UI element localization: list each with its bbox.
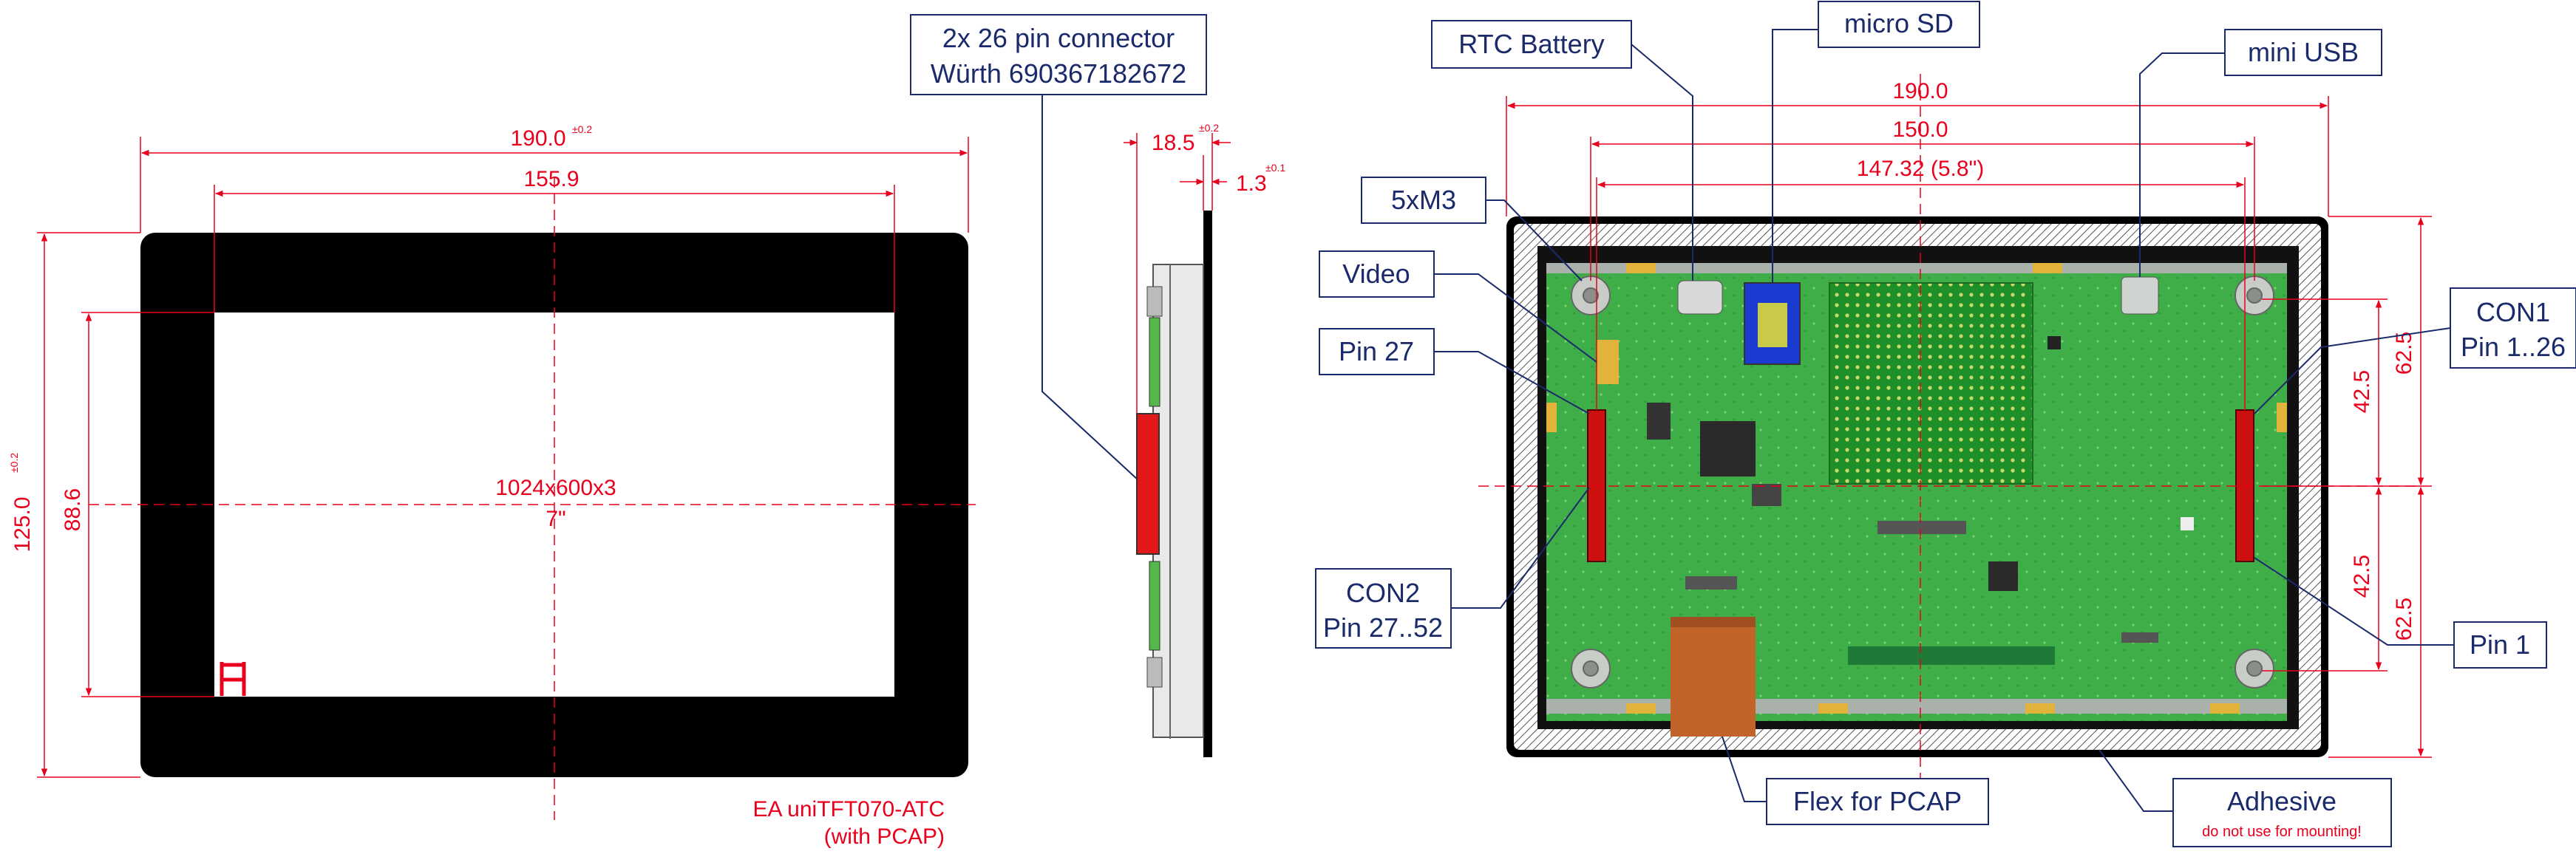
- con-pitch-b-label: 42.5: [2350, 555, 2374, 598]
- pin1-label: Pin 1: [2470, 629, 2530, 660]
- callout-miniusb: mini USB: [2139, 29, 2382, 277]
- adhesive-label: Adhesive: [2227, 786, 2337, 816]
- adhesive-note: do not use for mounting!: [2202, 824, 2362, 840]
- callout-pin27: Pin 27: [1319, 328, 1590, 414]
- front-view: 190.0 ±0.2 155.9 125.0 ±0.2 88.6 1024x60…: [8, 123, 976, 849]
- back-view: 190.0 150.0 147.32 (5.8") 62.5 62.5 42.5…: [1315, 1, 2576, 847]
- con2-line2: Pin 27..52: [1323, 612, 1443, 643]
- mounting-label: 5xM3: [1391, 185, 1456, 215]
- pixel-origin-marker: [220, 662, 246, 696]
- con1-line2: Pin 1..26: [2461, 332, 2566, 362]
- callout-flex: Flex for PCAP: [1722, 736, 1989, 825]
- callout-rtc: RTC Battery: [1431, 20, 1693, 281]
- back-width-outer-label: 190.0: [1892, 79, 1948, 103]
- callout-con2: CON2 Pin 27..52: [1315, 487, 1590, 649]
- diagonal-label: 7": [546, 507, 565, 531]
- microsd-label: micro SD: [1844, 8, 1954, 38]
- active-width-label: 155.9: [523, 167, 579, 191]
- side-pcb-bottom: [1149, 561, 1160, 651]
- side-pcb-top: [1149, 317, 1160, 407]
- flex-cable: [1671, 622, 1756, 737]
- front-width-tol: ±0.2: [572, 123, 592, 135]
- half-height-b-label: 62.5: [2392, 598, 2416, 640]
- connector-line2: Würth 690367182672: [931, 58, 1186, 89]
- resolution-label: 1024x600x3: [495, 476, 616, 500]
- front-width-label: 190.0: [510, 126, 565, 151]
- side-view: 2x 26 pin connector Würth 690367182672 1…: [910, 14, 1285, 757]
- depth-tol: ±0.2: [1199, 122, 1219, 134]
- depth-label: 18.5: [1152, 131, 1194, 155]
- main-ic: [1700, 421, 1756, 476]
- back-width-mid-label: 150.0: [1892, 117, 1948, 142]
- model-label: EA uniTFT070-ATC: [752, 797, 945, 821]
- miniusb-port: [2121, 276, 2159, 315]
- rtc-battery-holder: [1677, 280, 1723, 315]
- front-height-tol: ±0.2: [8, 453, 20, 473]
- side-glass: [1203, 211, 1212, 757]
- con-pitch-a-label: 42.5: [2350, 370, 2374, 413]
- miniusb-label: mini USB: [2248, 37, 2359, 67]
- callout-con1: CON1 Pin 1..26: [2254, 287, 2576, 414]
- video-label: Video: [1342, 259, 1410, 289]
- back-width-inner-label: 147.32 (5.8"): [1857, 157, 1984, 181]
- pin27-label: Pin 27: [1339, 336, 1414, 366]
- callout-video: Video: [1319, 250, 1597, 363]
- model-note: (with PCAP): [824, 824, 945, 849]
- flex-label: Flex for PCAP: [1793, 786, 1962, 816]
- callout-microsd: micro SD: [1772, 1, 1980, 283]
- callout-connector: [910, 14, 1207, 95]
- rtc-label: RTC Battery: [1458, 29, 1604, 59]
- callout-mounting: 5xM3: [1361, 177, 1583, 281]
- glass-label: 1.3: [1236, 171, 1267, 196]
- callout-adhesive: Adhesive do not use for mounting!: [2098, 749, 2392, 847]
- callout-pin1: Pin 1: [2254, 557, 2547, 669]
- active-height-label: 88.6: [61, 488, 85, 531]
- front-height-label: 125.0: [10, 496, 35, 552]
- connector-line1: 2x 26 pin connector: [942, 23, 1175, 53]
- glass-tol: ±0.1: [1265, 162, 1285, 174]
- con1-line1: CON1: [2476, 297, 2550, 327]
- con2-line1: CON2: [1346, 578, 1420, 608]
- half-height-a-label: 62.5: [2392, 332, 2416, 375]
- cpu-module: [1829, 282, 2033, 485]
- side-connector: [1136, 413, 1160, 555]
